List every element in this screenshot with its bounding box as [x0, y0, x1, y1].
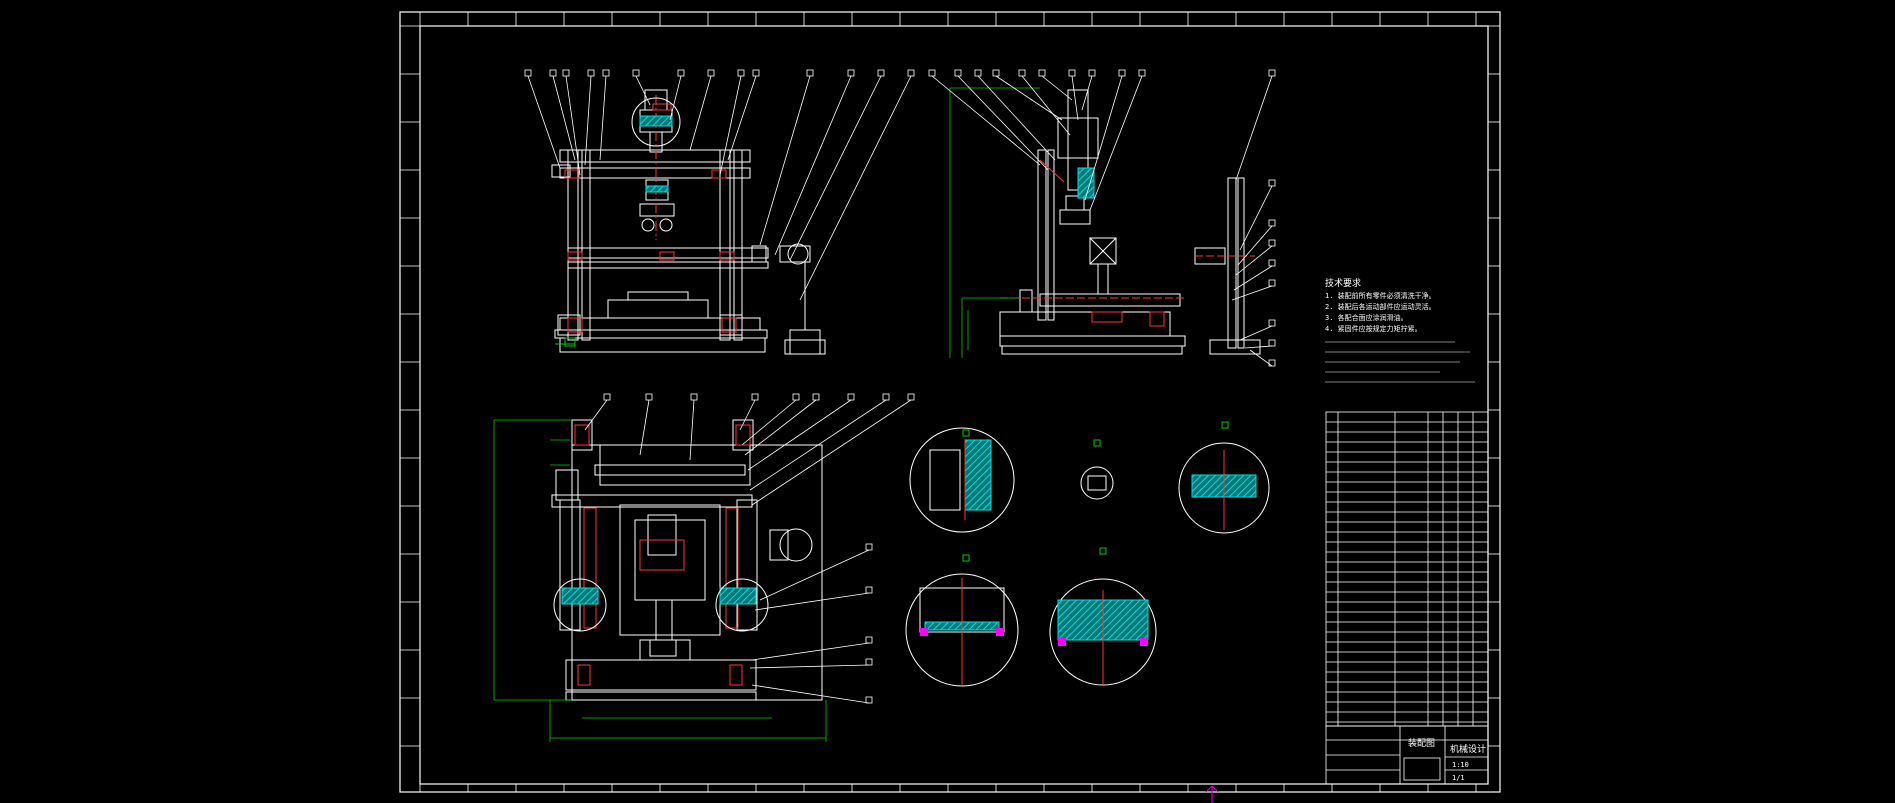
- part-balloon: [882, 393, 890, 401]
- part-balloon: [806, 69, 814, 77]
- part-balloon: [1268, 319, 1276, 327]
- sheet-frame: [399, 11, 1501, 793]
- detail-circle-b: [553, 578, 607, 632]
- part-balloon: [751, 393, 759, 401]
- part-balloon: [907, 393, 915, 401]
- part-balloon: [587, 69, 595, 77]
- part-balloon: [524, 69, 532, 77]
- detail-view-4: [905, 554, 1019, 687]
- front-view-green: [555, 337, 576, 347]
- tech-requirement-line: 2. 装配后各运动部件应运动灵活。: [1325, 302, 1436, 311]
- part-balloon: [549, 69, 557, 77]
- part-balloon: [562, 69, 570, 77]
- side-view-leaders: [928, 69, 1276, 367]
- zone-ticks-side: [400, 25, 1500, 747]
- part-balloon: [1138, 69, 1146, 77]
- part-balloon: [603, 393, 611, 401]
- part-balloon: [1268, 239, 1276, 247]
- part-balloon: [847, 393, 855, 401]
- part-balloon: [1268, 219, 1276, 227]
- part-balloon: [877, 69, 885, 77]
- front-view-leaders: [524, 69, 915, 301]
- detail-view-5: [1049, 547, 1157, 686]
- title-block: [1325, 725, 1489, 785]
- part-balloon: [737, 69, 745, 77]
- part-balloon: [632, 69, 640, 77]
- part-balloon: [812, 393, 820, 401]
- part-balloon: [1018, 69, 1026, 77]
- part-balloon: [1268, 359, 1276, 367]
- detail-circle-c: [715, 578, 769, 632]
- part-balloon: [847, 69, 855, 77]
- part-balloon: [602, 69, 610, 77]
- part-balloon: [928, 69, 936, 77]
- top-view-hatch: [561, 587, 757, 605]
- side-view-hidden: [1000, 159, 1255, 327]
- part-balloon: [865, 586, 873, 594]
- part-balloon: [792, 393, 800, 401]
- part-balloon: [1268, 179, 1276, 187]
- part-balloon: [1038, 69, 1046, 77]
- part-balloon: [1268, 339, 1276, 347]
- tech-requirement-line: 1. 装配前所有零件必须清洗干净。: [1325, 291, 1436, 300]
- part-balloon: [1268, 279, 1276, 287]
- front-view: [551, 89, 826, 355]
- detail-view-3: [1178, 421, 1270, 534]
- top-view-hidden: [574, 424, 751, 686]
- top-view-leaders: [584, 393, 915, 704]
- side-view-dimensions: [949, 87, 1040, 358]
- part-balloon: [707, 69, 715, 77]
- tech-requirements-heading: 技术要求: [1325, 277, 1361, 289]
- part-balloon: [865, 543, 873, 551]
- part-balloon: [752, 69, 760, 77]
- detail-circle-a: [631, 97, 681, 147]
- title-block-scale: 1:10: [1452, 761, 1469, 769]
- top-view: [551, 419, 823, 701]
- part-balloon: [1088, 69, 1096, 77]
- crosshair-cursor-icon: [1205, 785, 1219, 803]
- side-view-hatch: [1077, 167, 1095, 199]
- part-balloon: [690, 393, 698, 401]
- side-view: [999, 89, 1261, 355]
- part-balloon: [865, 636, 873, 644]
- detail-view-1: [909, 427, 1015, 533]
- part-balloon: [1118, 69, 1126, 77]
- part-balloon: [677, 69, 685, 77]
- top-view-dimensions: [493, 419, 827, 742]
- part-balloon: [907, 69, 915, 77]
- part-balloon: [954, 69, 962, 77]
- part-balloon: [645, 393, 653, 401]
- tech-requirement-line: 3. 各配合面应涂润滑油。: [1325, 313, 1408, 322]
- front-view-hidden: [564, 95, 737, 333]
- title-block-company: 机械设计: [1450, 743, 1486, 755]
- part-balloon: [992, 69, 1000, 77]
- tech-requirements: 技术要求 1. 装配前所有零件必须清洗干净。 2. 装配后各运动部件应运动灵活。…: [1325, 277, 1475, 383]
- part-balloon: [974, 69, 982, 77]
- tech-requirement-line: 4. 紧固件应按规定力矩拧紧。: [1325, 324, 1422, 333]
- detail-view-2: [1080, 439, 1114, 500]
- part-balloon: [865, 696, 873, 704]
- title-block-drawing-name: 装配图: [1408, 737, 1435, 749]
- parts-list-table: [1325, 411, 1489, 727]
- part-balloon: [1268, 69, 1276, 77]
- zone-ticks-top: [419, 12, 1477, 792]
- part-balloon: [1068, 69, 1076, 77]
- title-block-sheet: 1/1: [1452, 774, 1465, 782]
- part-balloon: [1268, 259, 1276, 267]
- front-view-hatch: [639, 115, 673, 193]
- part-balloon: [865, 658, 873, 666]
